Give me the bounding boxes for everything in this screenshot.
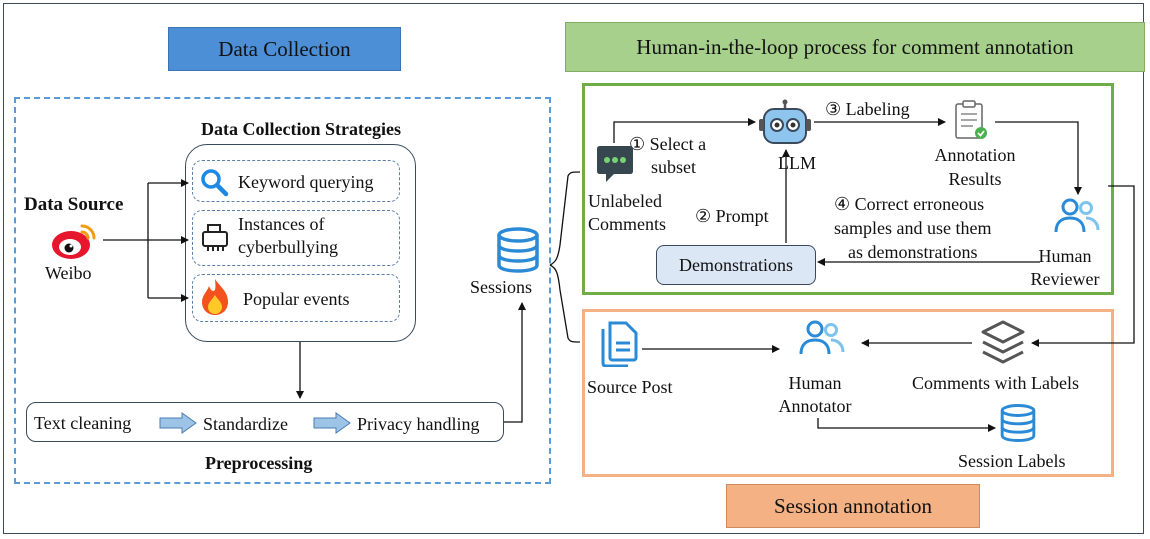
strategy-cyberbullying-box — [192, 210, 400, 266]
step4-line1: ④ Correct erroneous — [834, 194, 985, 214]
fire-icon — [202, 279, 228, 315]
strategy-popular: Popular events — [243, 289, 350, 309]
strategy-instances: Instances of — [238, 214, 325, 234]
data-source-label: Data Source — [24, 194, 124, 215]
strategy-events-box — [192, 274, 400, 322]
session-panel — [582, 309, 1114, 477]
reviewer-label-1: Human — [1038, 246, 1092, 266]
strategy-keyword: Keyword querying — [238, 172, 374, 192]
checklist-icon — [955, 100, 987, 139]
strategies-title: Data Collection Strategies — [201, 119, 401, 139]
step4-line3: as demonstrations — [848, 242, 978, 262]
sessions-database-icon — [497, 227, 539, 273]
chat-comment-icon — [597, 146, 633, 182]
step4-line2: samples and use them — [834, 218, 992, 238]
prep-privacy: Privacy handling — [357, 414, 480, 434]
session-labels-database-icon — [1000, 404, 1036, 442]
annotation-results-1: Annotation — [934, 145, 1016, 165]
unlabeled-label-1: Unlabeled — [588, 191, 662, 211]
step1-label: ① Select a — [629, 134, 707, 154]
unlabeled-label-2: Comments — [588, 214, 667, 234]
data-collection-title: Data Collection — [168, 27, 401, 71]
strategy-cyberbullying: cyberbullying — [238, 237, 338, 257]
annotator-label-2: Annotator — [778, 396, 852, 416]
search-icon — [201, 169, 229, 197]
session-annotation-title: Session annotation — [726, 484, 980, 528]
comments-with-labels: Comments with Labels — [912, 373, 1079, 393]
sessions-label: Sessions — [470, 277, 533, 297]
reviewer-label-2: Reviewer — [1030, 269, 1100, 289]
source-post-label: Source Post — [587, 377, 673, 397]
step3-label: ③ Labeling — [825, 99, 910, 119]
weibo-icon — [52, 224, 96, 259]
prep-standardize: Standardize — [203, 414, 288, 434]
document-icon — [601, 321, 638, 367]
prep-text-cleaning: Text cleaning — [34, 413, 132, 433]
strategy-keyword-box — [192, 160, 400, 202]
hitl-panel — [582, 83, 1114, 295]
shredder-icon — [202, 224, 228, 251]
hitl-title: Human-in-the-loop process for comment an… — [565, 22, 1145, 72]
outer-border — [3, 3, 1144, 534]
session-labels: Session Labels — [958, 451, 1066, 471]
weibo-label: Weibo — [45, 263, 92, 283]
annotator-label-1: Human — [788, 373, 842, 393]
reviewer-people-icon — [1054, 198, 1100, 233]
data-collection-panel — [14, 97, 551, 484]
annotation-results-2: Results — [948, 169, 1002, 189]
llm-label: LLM — [778, 153, 816, 173]
step2-label: ② Prompt — [695, 206, 769, 226]
preprocessing-container — [26, 402, 504, 442]
robot-llm-icon — [759, 99, 811, 144]
layers-icon — [981, 320, 1025, 364]
preprocessing-title: Preprocessing — [205, 453, 313, 473]
step1-label-2: subset — [651, 157, 696, 177]
demonstrations-box: Demonstrations — [656, 245, 816, 285]
annotator-people-icon — [799, 320, 845, 355]
